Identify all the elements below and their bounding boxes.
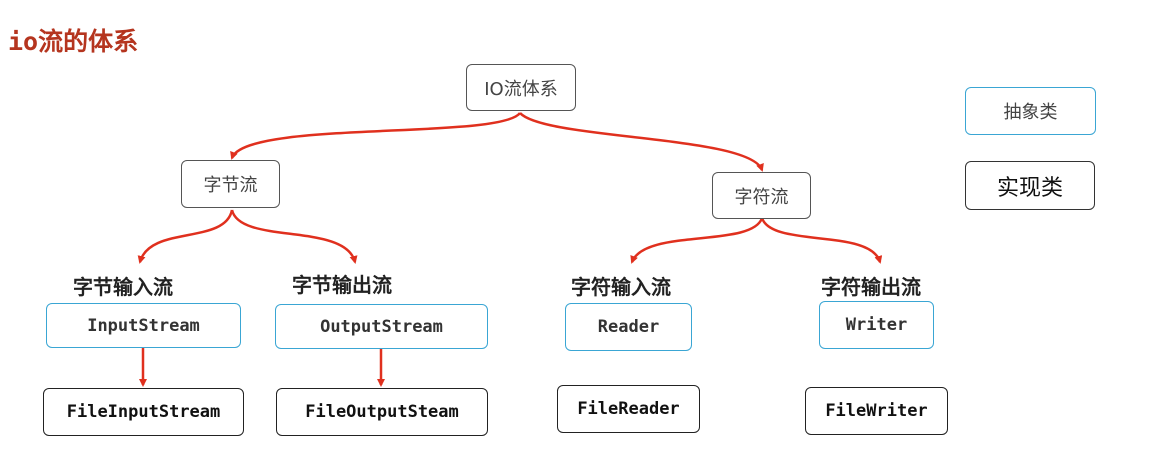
arrow-byte-to-input [137,209,234,264]
arrow-root-to-byte [230,112,521,160]
arrow-char-to-input [630,217,764,264]
reader-node: Reader [565,303,692,351]
outputstream-node: OutputStream [275,304,488,349]
root-node: IO流体系 [466,64,576,111]
byte-input-heading: 字节输入流 [73,275,173,299]
fileoutputsteam-node: FileOutputSteam [276,388,488,436]
filereader-node: FileReader [557,385,700,433]
arrow-byte-to-output [230,209,358,264]
byte-stream-node: 字节流 [181,160,280,208]
arrow-char-to-output [760,217,883,264]
writer-node: Writer [819,301,934,349]
char-stream-node: 字符流 [712,172,811,219]
legend-abstract-class: 抽象类 [965,87,1096,135]
inputstream-node: InputStream [46,303,241,348]
fileinputstream-node: FileInputStream [43,388,244,436]
filewriter-node: FileWriter [805,387,948,435]
char-input-heading: 字符输入流 [571,275,671,299]
legend-implementation-class: 实现类 [965,161,1095,210]
byte-output-heading: 字节输出流 [292,273,392,297]
page-title: io流的体系 [8,27,139,56]
char-output-heading: 字符输出流 [821,275,921,299]
arrow-root-to-char [519,112,764,172]
